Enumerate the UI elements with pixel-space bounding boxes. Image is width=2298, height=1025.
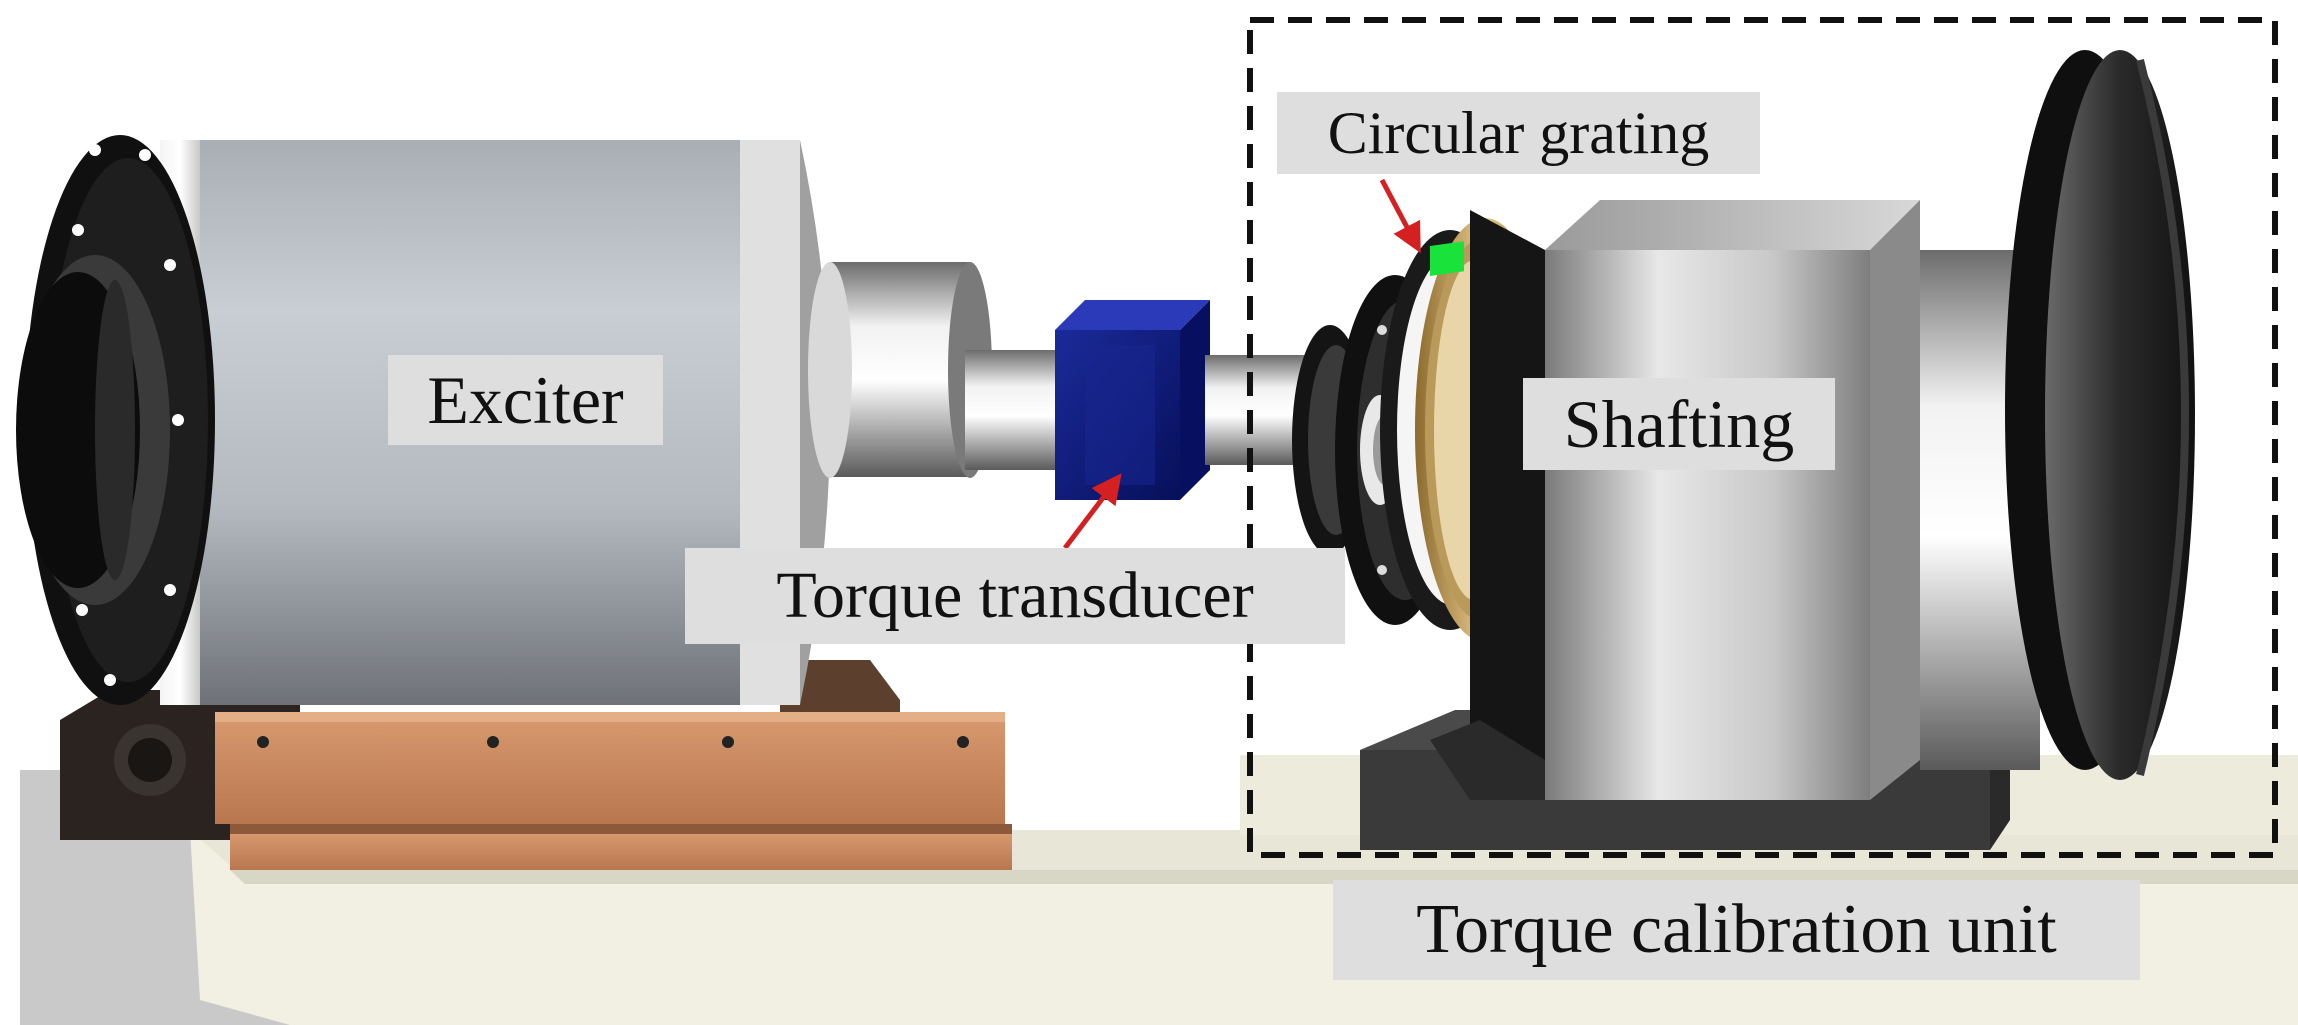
circular-grating-sensor bbox=[1430, 241, 1464, 277]
calibration-unit-boundary bbox=[1247, 17, 2278, 858]
torque-transducer-label: Torque transducer bbox=[685, 548, 1345, 644]
exciter-label: Exciter bbox=[388, 355, 663, 445]
circular-grating-label: Circular grating bbox=[1277, 92, 1760, 174]
exciter-collar bbox=[808, 262, 992, 478]
shafting-label: Shafting bbox=[1523, 378, 1835, 470]
input-shaft bbox=[965, 350, 1060, 470]
grating-callout-arrow bbox=[1379, 178, 1421, 254]
transducer-callout-arrow bbox=[1063, 473, 1122, 550]
exciter-base bbox=[60, 660, 1012, 870]
calibration-unit-label: Torque calibration unit bbox=[1333, 880, 2140, 980]
shafting-housing bbox=[1360, 200, 2010, 850]
torque-transducer-body bbox=[1055, 300, 1210, 500]
flywheel bbox=[1920, 50, 2195, 780]
